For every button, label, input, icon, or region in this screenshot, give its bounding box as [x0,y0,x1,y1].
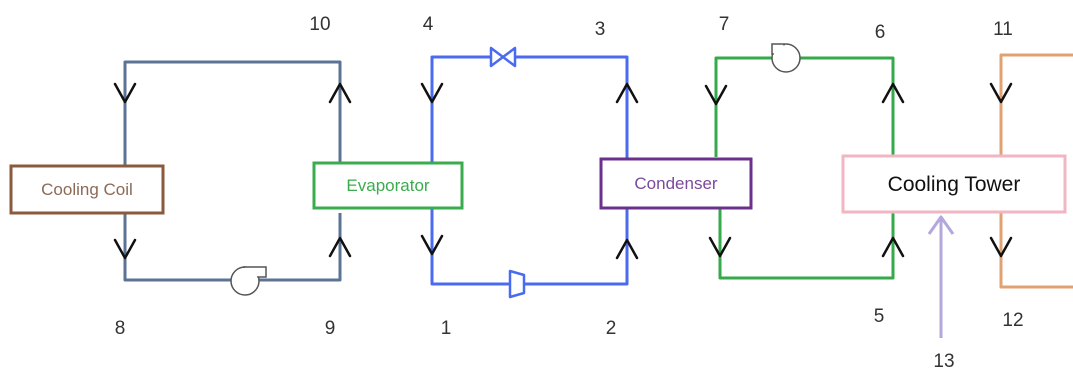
state-point-label: 6 [875,22,886,43]
flow-arrow-icon [881,82,905,104]
state-point-label: 11 [993,19,1013,40]
condenser-box: Condenser [599,157,753,210]
flow-arrow-icon [708,236,732,258]
flow-arrow-icon [704,84,728,106]
flow-arrow-icon [989,82,1013,104]
flow-arrow-icon [615,238,639,260]
cooling-tower-box: Cooling Tower [841,154,1067,214]
state-point-label: 10 [309,14,330,35]
flow-arrow-icon [420,82,444,104]
state-point-label: 1 [441,318,452,339]
cooling-coil-label: Cooling Coil [41,180,133,199]
evaporator-box: Evaporator [312,161,464,210]
pump-icon [230,266,267,296]
flow-arrow-icon [328,236,352,258]
condenser-label: Condenser [634,174,718,193]
cooling-coil-box: Cooling Coil [9,164,165,215]
condenser-water-loop [714,56,895,280]
expansion-valve-icon [489,46,517,68]
fan-icon [771,43,801,73]
flow-arrow-icon [881,236,905,258]
state-point-label: 13 [933,351,954,372]
state-point-label: 5 [874,306,885,327]
compressor-icon [508,269,533,299]
flow-arrow-icon [328,82,352,104]
evaporator-label: Evaporator [346,176,429,195]
flow-arrow-icon [420,234,444,256]
state-point-label: 12 [1002,310,1023,331]
state-point-label: 4 [423,14,434,35]
flow-arrow-icon [113,238,137,260]
flow-arrow-icon [113,82,137,104]
flow-arrow-icon [989,236,1013,258]
cooling-tower-label: Cooling Tower [888,173,1021,196]
state-point-label: 2 [606,318,617,339]
air-inlet-arrow [927,215,955,338]
tower-water-loop [999,53,1073,289]
state-point-label: 7 [719,14,730,35]
flow-arrow-icon [615,82,639,104]
state-point-label: 8 [115,318,126,339]
state-point-label: 3 [595,19,606,40]
state-point-label: 9 [325,318,336,339]
